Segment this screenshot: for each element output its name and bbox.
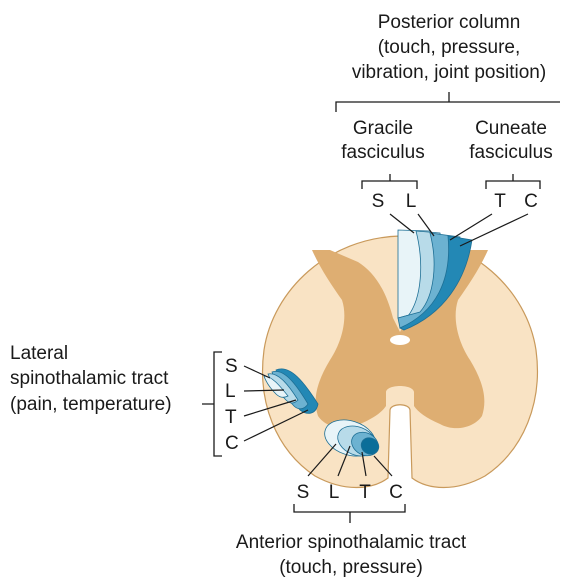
lateral-line-2: spinothalamic tract [10, 368, 169, 389]
lateral-letter-c: C [225, 433, 239, 454]
gracile-line-1: Gracile [353, 118, 413, 139]
cuneate-letter-c: C [524, 191, 538, 212]
posterior-subtitle-2: vibration, joint position) [352, 62, 546, 83]
gracile-label: Gracile fasciculus [341, 118, 424, 163]
posterior-column-label: Posterior column (touch, pressure, vibra… [352, 12, 546, 83]
cuneate-letter-t: T [494, 191, 506, 212]
central-canal [390, 335, 410, 345]
anterior-letter-s: S [297, 482, 310, 503]
posterior-bracket [336, 92, 560, 112]
cuneate-label: Cuneate fasciculus [469, 118, 552, 163]
posterior-subtitle-1: (touch, pressure, [378, 37, 521, 58]
anterior-bracket [294, 504, 405, 523]
anterior-line-1: Anterior spinothalamic tract [236, 532, 467, 553]
anterior-line-2: (touch, pressure) [279, 557, 423, 578]
anterior-letter-c: C [389, 482, 403, 503]
gracile-letter-l: L [406, 191, 417, 212]
lateral-letter-s: S [225, 356, 238, 377]
anterior-letter-t: T [359, 482, 371, 503]
lateral-line-1: Lateral [10, 343, 68, 364]
lateral-bracket [202, 352, 222, 456]
cuneate-line-2: fasciculus [469, 142, 552, 163]
gracile-letter-s: S [372, 191, 385, 212]
lateral-label: Lateral spinothalamic tract (pain, tempe… [10, 343, 172, 415]
cuneate-bracket [486, 174, 540, 189]
lateral-line-3: (pain, temperature) [10, 394, 172, 415]
anterior-letter-l: L [329, 482, 340, 503]
gracile-line-2: fasciculus [341, 142, 424, 163]
posterior-title: Posterior column [378, 12, 521, 33]
lateral-letter-l: L [225, 381, 236, 402]
anterior-label: Anterior spinothalamic tract (touch, pre… [236, 532, 467, 578]
cuneate-line-1: Cuneate [475, 118, 547, 139]
lateral-letter-t: T [225, 407, 237, 428]
gracile-bracket [362, 174, 417, 189]
